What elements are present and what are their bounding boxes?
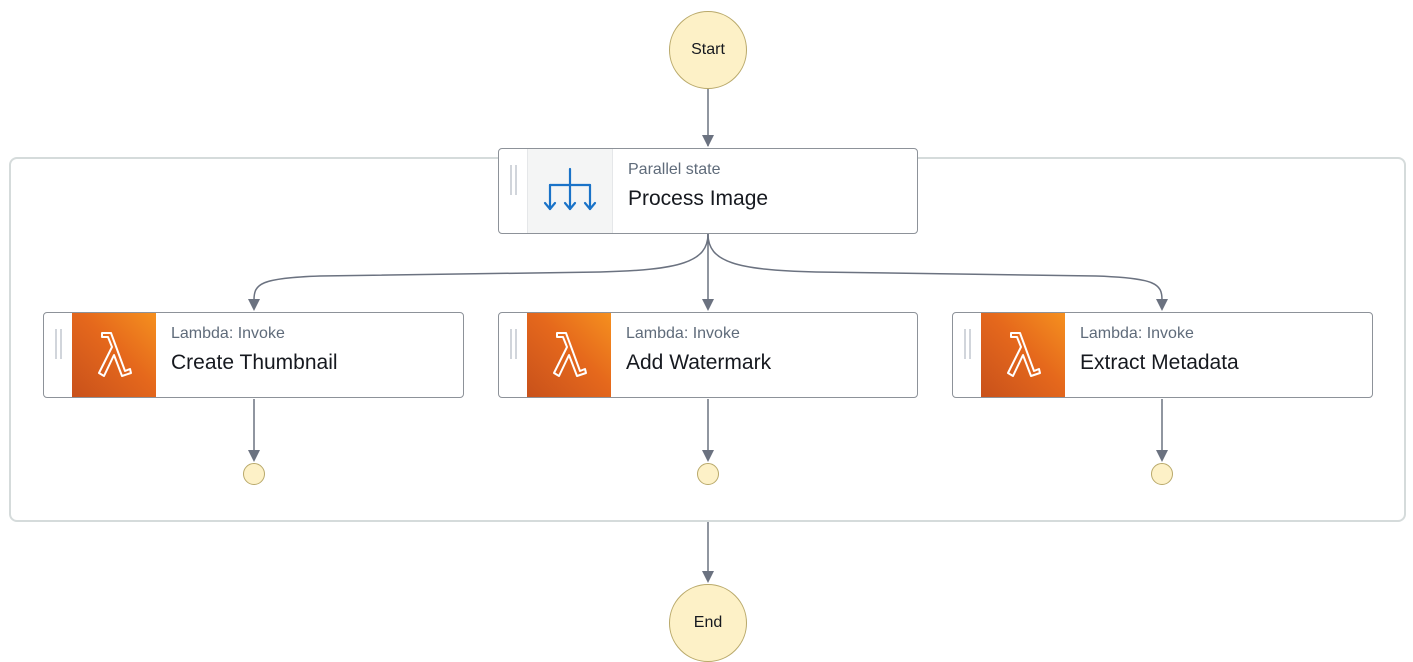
state-type-label: Lambda: Invoke — [626, 325, 740, 342]
state-type-label: Lambda: Invoke — [171, 325, 285, 342]
arrowhead-parallel — [702, 135, 714, 147]
drag-grip-icon — [963, 329, 971, 359]
arrowhead-metadata — [1156, 299, 1168, 311]
state-name: Create Thumbnail — [171, 351, 338, 374]
branch-end-node-watermark[interactable] — [697, 463, 719, 485]
parallel-state-process-image[interactable]: Parallel state Process Image — [498, 148, 918, 234]
lambda-state-extract-metadata[interactable]: Lambda: Invoke Extract Metadata — [952, 312, 1373, 398]
arrowhead-watermark-end — [702, 450, 714, 462]
lambda-icon — [98, 332, 132, 377]
arrowhead-end — [702, 571, 714, 583]
lambda-icon-box — [72, 313, 156, 397]
state-name: Add Watermark — [626, 351, 772, 374]
state-type-label: Parallel state — [628, 161, 721, 178]
lambda-card-text: Lambda: Invoke Add Watermark — [611, 313, 771, 397]
lambda-state-add-watermark[interactable]: Lambda: Invoke Add Watermark — [498, 312, 918, 398]
branch-end-node-metadata[interactable] — [1151, 463, 1173, 485]
drag-handle[interactable] — [953, 313, 981, 397]
edge-parallel-to-thumbnail — [253, 233, 709, 301]
start-label: Start — [691, 41, 725, 58]
lambda-card-text: Lambda: Invoke Create Thumbnail — [156, 313, 338, 397]
lambda-icon — [553, 332, 587, 377]
state-type-label: Lambda: Invoke — [1080, 325, 1194, 342]
state-name: Process Image — [628, 187, 769, 210]
drag-grip-icon — [54, 329, 62, 359]
arrowhead-watermark — [702, 299, 714, 311]
lambda-icon-box — [527, 313, 611, 397]
drag-grip-icon — [509, 165, 517, 195]
parallel-icon-box — [527, 149, 613, 233]
branch-end-node-thumbnail[interactable] — [243, 463, 265, 485]
lambda-icon — [1007, 332, 1041, 377]
drag-grip-icon — [509, 329, 517, 359]
drag-handle[interactable] — [499, 313, 527, 397]
lambda-icon-box — [981, 313, 1065, 397]
edge-parallel-to-metadata — [707, 233, 1163, 301]
drag-handle[interactable] — [44, 313, 72, 397]
lambda-state-create-thumbnail[interactable]: Lambda: Invoke Create Thumbnail — [43, 312, 464, 398]
arrowhead-metadata-end — [1156, 450, 1168, 462]
drag-handle[interactable] — [499, 149, 527, 233]
parallel-card-text: Parallel state Process Image — [613, 149, 768, 233]
parallel-branches-icon — [543, 167, 597, 211]
lambda-card-text: Lambda: Invoke Extract Metadata — [1065, 313, 1239, 397]
state-name: Extract Metadata — [1080, 351, 1239, 374]
arrowhead-thumbnail — [248, 299, 260, 311]
end-node[interactable]: End — [669, 584, 747, 662]
end-label: End — [693, 614, 723, 631]
start-node[interactable]: Start — [669, 11, 747, 89]
arrowhead-thumbnail-end — [248, 450, 260, 462]
